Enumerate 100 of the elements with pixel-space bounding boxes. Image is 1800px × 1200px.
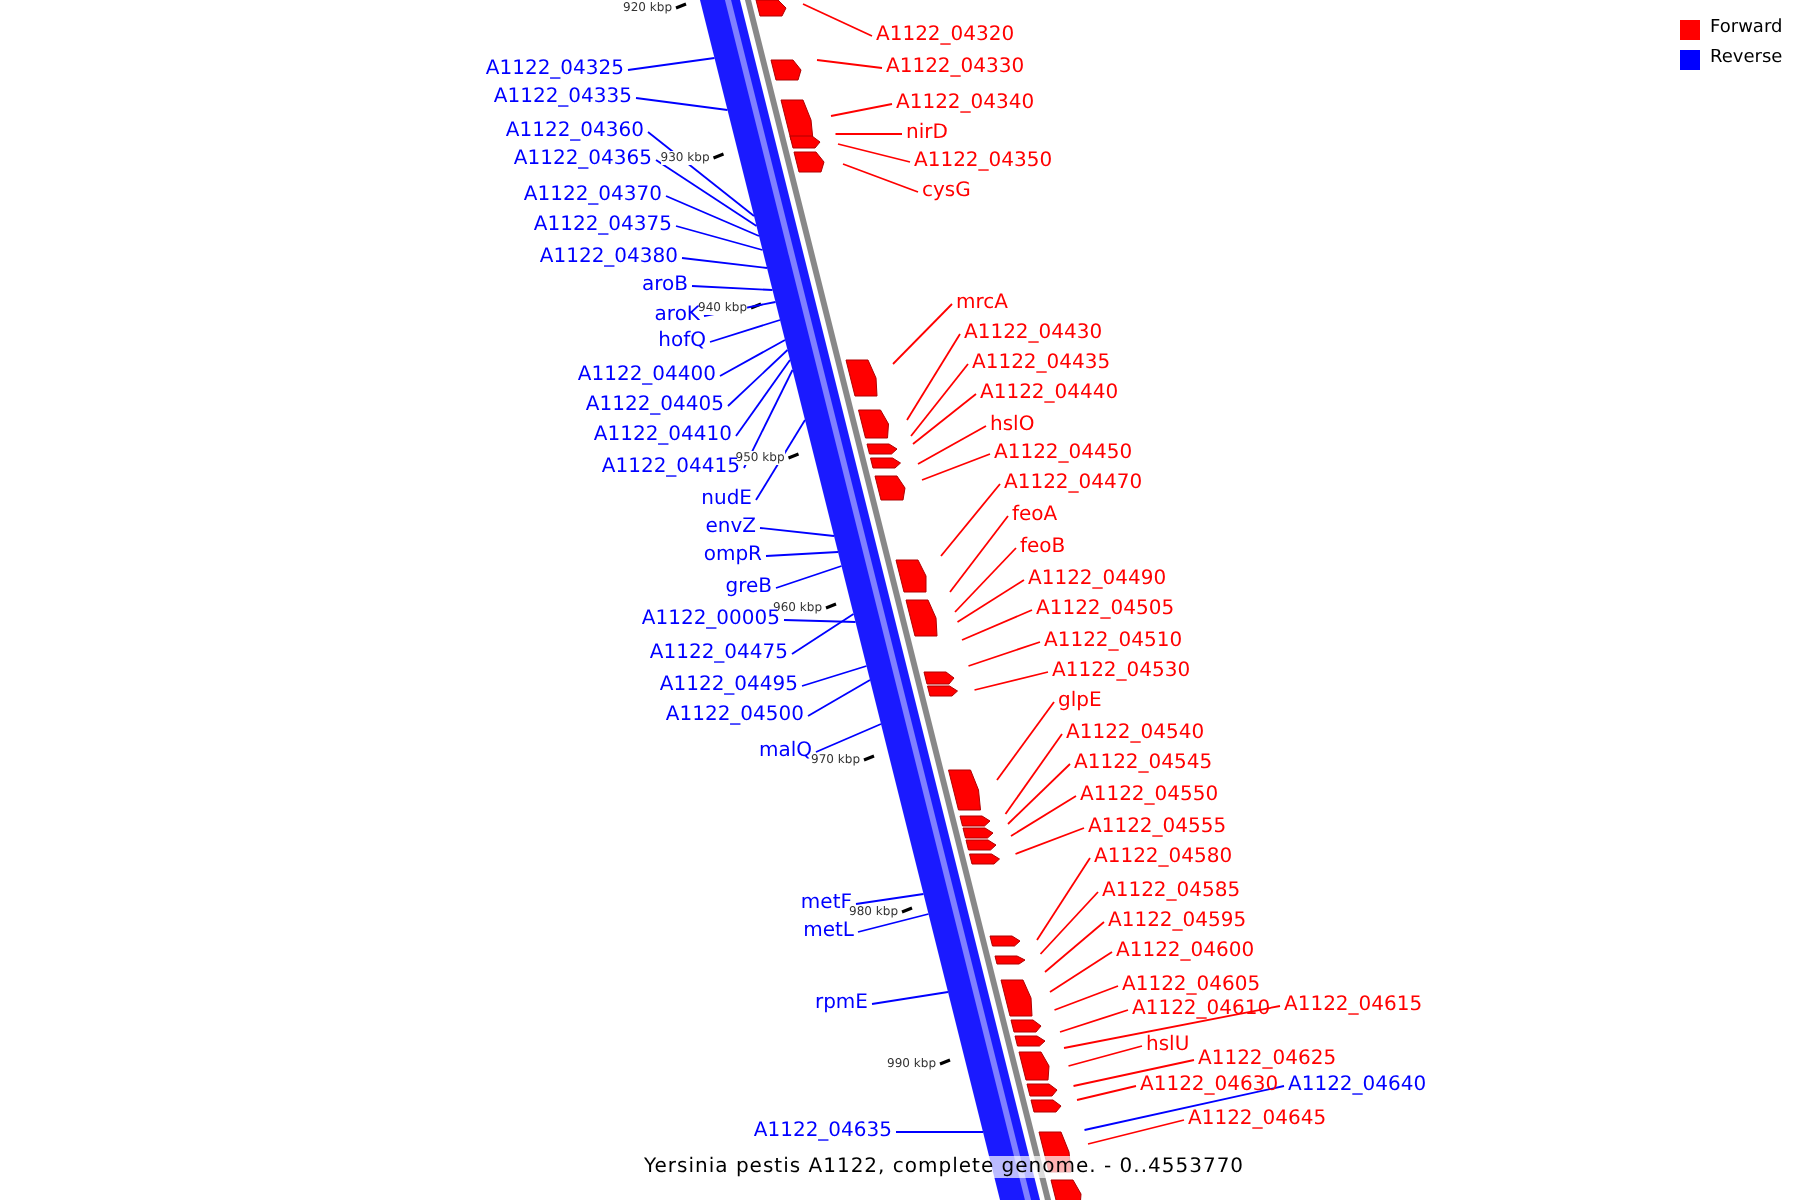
leader-line — [735, 359, 791, 437]
gene-label: A1122_04595 — [1108, 910, 1247, 934]
gene-label: A1122_04585 — [1102, 880, 1241, 904]
leader-line — [1036, 857, 1091, 941]
gene-label: A1122_04470 — [1004, 472, 1143, 496]
gene-label: A1122_04430 — [964, 322, 1103, 346]
gene-label: metF — [800, 892, 852, 916]
leader-line — [954, 547, 1017, 613]
leader-line — [855, 893, 925, 905]
gene-label: malQ — [758, 740, 812, 764]
gene-label: A1122_04615 — [1284, 994, 1423, 1018]
leader-line — [665, 195, 760, 237]
gene-label: hslO — [990, 414, 1035, 438]
gene-label: A1122_04410 — [593, 424, 732, 448]
gene-label: A1122_04490 — [1028, 568, 1167, 592]
leader-line — [783, 619, 857, 623]
leader-line — [801, 665, 868, 687]
gene-label: aroK — [654, 304, 700, 328]
leader-line — [691, 285, 774, 291]
gene-label: aroB — [642, 274, 688, 298]
gene-label: rpmE — [814, 992, 868, 1016]
leader-line — [1063, 1005, 1281, 1049]
leader-line — [709, 319, 781, 343]
leader-line — [912, 393, 977, 445]
leader-line — [1010, 795, 1077, 837]
gene-label: A1122_04605 — [1122, 974, 1261, 998]
leader-line — [857, 913, 930, 933]
leader-line — [635, 97, 729, 111]
gene-label: feoB — [1020, 536, 1066, 560]
gene-label: A1122_04380 — [539, 246, 678, 270]
leader-line — [1059, 1009, 1129, 1033]
leader-line — [719, 339, 786, 377]
leader-line — [1083, 1085, 1285, 1131]
gene-label: A1122_04530 — [1052, 660, 1191, 684]
gene-label: A1122_04360 — [505, 120, 644, 144]
gene-label: A1122_04330 — [886, 56, 1025, 80]
caption: Yersinia pestis A1122, complete genome. - 0..4553770 — [644, 1156, 1245, 1178]
gene-label: A1122_04320 — [876, 24, 1015, 48]
leader-line — [940, 483, 1001, 557]
leader-line — [895, 1131, 984, 1133]
leader-line — [996, 701, 1055, 781]
leader-line — [655, 159, 758, 227]
gene-label: hofQ — [658, 330, 706, 354]
gene-label: A1122_04450 — [994, 442, 1133, 466]
leader-line — [973, 671, 1049, 691]
gene-label: greB — [725, 576, 772, 600]
gene-label: A1122_04625 — [1198, 1048, 1337, 1072]
leader-line — [791, 613, 855, 655]
gene-label: A1122_04350 — [914, 150, 1053, 174]
leader-line — [681, 257, 768, 269]
gene-label: cysG — [922, 180, 971, 204]
leader-line — [906, 333, 961, 421]
gene-label: A1122_04325 — [485, 58, 624, 82]
gene-label: A1122_04440 — [980, 382, 1119, 406]
leader-line — [1004, 733, 1063, 815]
legend-label: Forward — [1710, 16, 1783, 42]
leader-line — [1067, 1045, 1143, 1067]
leader-line — [627, 57, 716, 71]
leader-line — [727, 349, 789, 407]
gene-label: A1122_04370 — [523, 184, 662, 208]
gene-label: A1122_04600 — [1116, 940, 1255, 964]
leader-line — [675, 225, 764, 251]
gene-label: A1122_04510 — [1044, 630, 1183, 654]
gene-label: A1122_04475 — [649, 642, 788, 666]
leader-line — [830, 103, 893, 117]
gene-label: A1122_04405 — [585, 394, 724, 418]
leader-line — [921, 453, 991, 481]
leader-line — [1076, 1085, 1137, 1101]
gene-label: A1122_04610 — [1132, 998, 1271, 1022]
gene-label: A1122_04545 — [1074, 752, 1213, 776]
leader-line — [871, 991, 949, 1005]
leader-line — [1087, 1119, 1185, 1145]
leader-line — [949, 515, 1009, 593]
gene-label: nirD — [906, 122, 948, 146]
leader-line — [765, 551, 839, 557]
leader-line — [1072, 1059, 1195, 1087]
leader-line — [834, 133, 903, 135]
gene-label: feoA — [1012, 504, 1058, 528]
gene-label: A1122_04635 — [753, 1120, 892, 1144]
gene-label: envZ — [705, 516, 756, 540]
gene-label: A1122_04500 — [665, 704, 804, 728]
gene-label: A1122_04645 — [1188, 1108, 1327, 1132]
gene-label: A1122_04495 — [659, 674, 798, 698]
gene-label: A1122_04415 — [601, 456, 740, 480]
gene-label: A1122_04555 — [1088, 816, 1227, 840]
leader-line — [967, 641, 1041, 667]
leader-line — [807, 679, 871, 717]
gene-label: hslU — [1146, 1034, 1190, 1058]
gene-label: glpE — [1058, 690, 1102, 714]
gene-label: A1122_04340 — [896, 92, 1035, 116]
leader-line — [910, 363, 969, 437]
gene-label: A1122_04375 — [533, 214, 672, 238]
leader-line — [759, 527, 835, 537]
leader-line — [1039, 891, 1099, 955]
gene-label: A1122_04580 — [1094, 846, 1233, 870]
gene-label: A1122_04540 — [1066, 722, 1205, 746]
leader-line — [956, 579, 1025, 623]
leader-line — [961, 609, 1033, 641]
leader-line — [1053, 985, 1119, 1011]
gene-label: A1122_04640 — [1288, 1074, 1427, 1098]
